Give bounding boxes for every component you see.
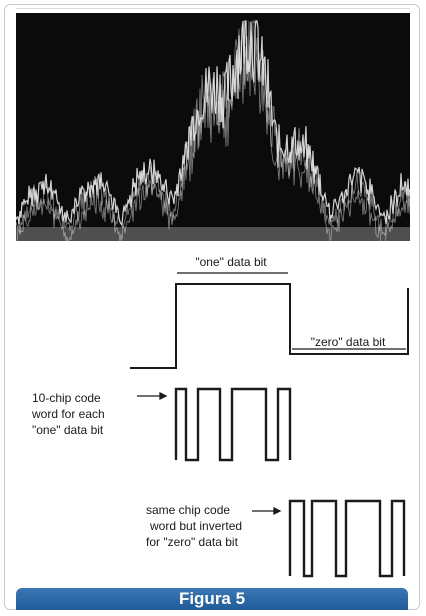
one-bit-label: "one" data bit [195, 255, 267, 269]
zero-chip-code-waveform [288, 499, 406, 578]
inverted-label-line-1: same chip code [146, 503, 230, 517]
spectrum-trace-line [16, 20, 410, 241]
spectrum-noise-floor [16, 227, 410, 241]
one-chip-code-waveform [174, 387, 292, 462]
spread-spectrum-diagram: "one" data bit "zero" data bit 10-chip c… [31, 255, 409, 578]
inverted-label-line-3: for "zero" data bit [146, 535, 239, 549]
zero-bit-label: "zero" data bit [311, 335, 386, 349]
code-word-label-line-1: 10-chip code [32, 391, 101, 405]
oscilloscope-spectrum-image [16, 13, 410, 241]
code-word-label-line-3: "one" data bit [32, 423, 104, 437]
top-rule [16, 8, 410, 9]
inverted-arrow [252, 506, 282, 516]
spectrum-trace-svg [16, 13, 410, 241]
data-bit-waveform [130, 283, 409, 369]
inverted-label-line-2: word but inverted [149, 519, 242, 533]
figure-caption: Figura 5 [16, 588, 408, 610]
spectrum-noise-trace [16, 19, 410, 241]
code-word-arrow [137, 391, 168, 401]
code-word-label-line-2: word for each [31, 407, 105, 421]
